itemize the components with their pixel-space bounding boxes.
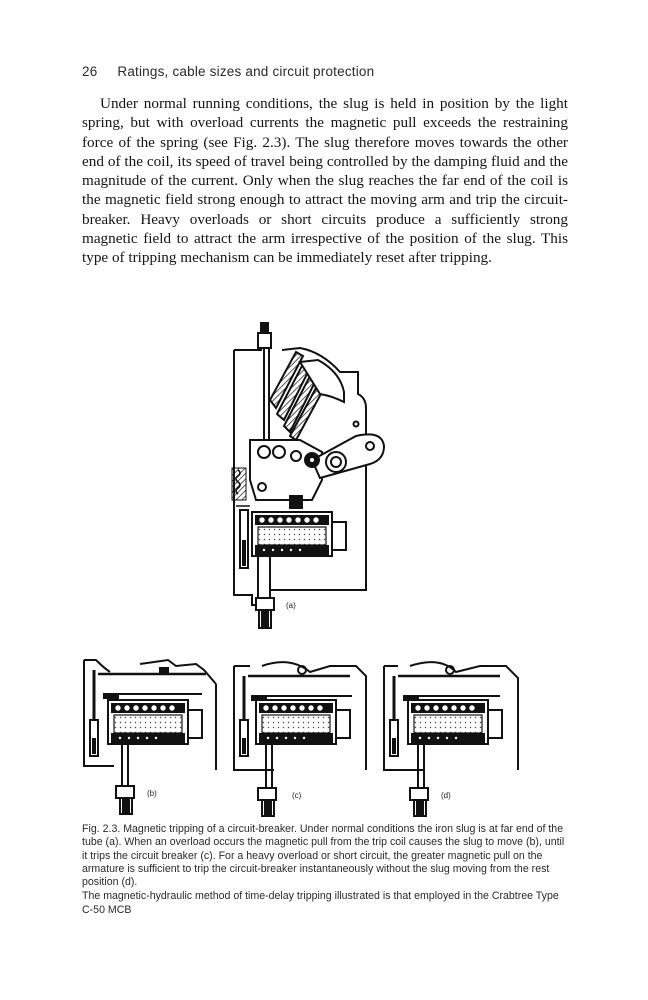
body-paragraph: Under normal running conditions, the slu…: [82, 95, 568, 267]
panel-b: (b): [83, 658, 217, 815]
panel-d: (d): [383, 661, 519, 817]
caption-text: Fig. 2.3. Magnetic tripping of a circuit…: [82, 823, 565, 889]
label-b: (b): [147, 789, 157, 798]
running-title: Ratings, cable sizes and circuit protect…: [117, 64, 375, 79]
page-number: 26: [82, 64, 98, 79]
running-head: 26 Ratings, cable sizes and circuit prot…: [82, 64, 374, 79]
caption-note: The magnetic-hydraulic method of time-de…: [82, 890, 559, 916]
panel-c: (c): [233, 661, 367, 817]
figure-caption: Fig. 2.3. Magnetic tripping of a circuit…: [82, 823, 572, 917]
label-d: (d): [441, 791, 451, 800]
label-c: (c): [292, 791, 302, 800]
body-text: Under normal running conditions, the slu…: [82, 94, 568, 268]
label-a: (a): [286, 601, 296, 610]
panel-a: (a): [231, 322, 386, 629]
